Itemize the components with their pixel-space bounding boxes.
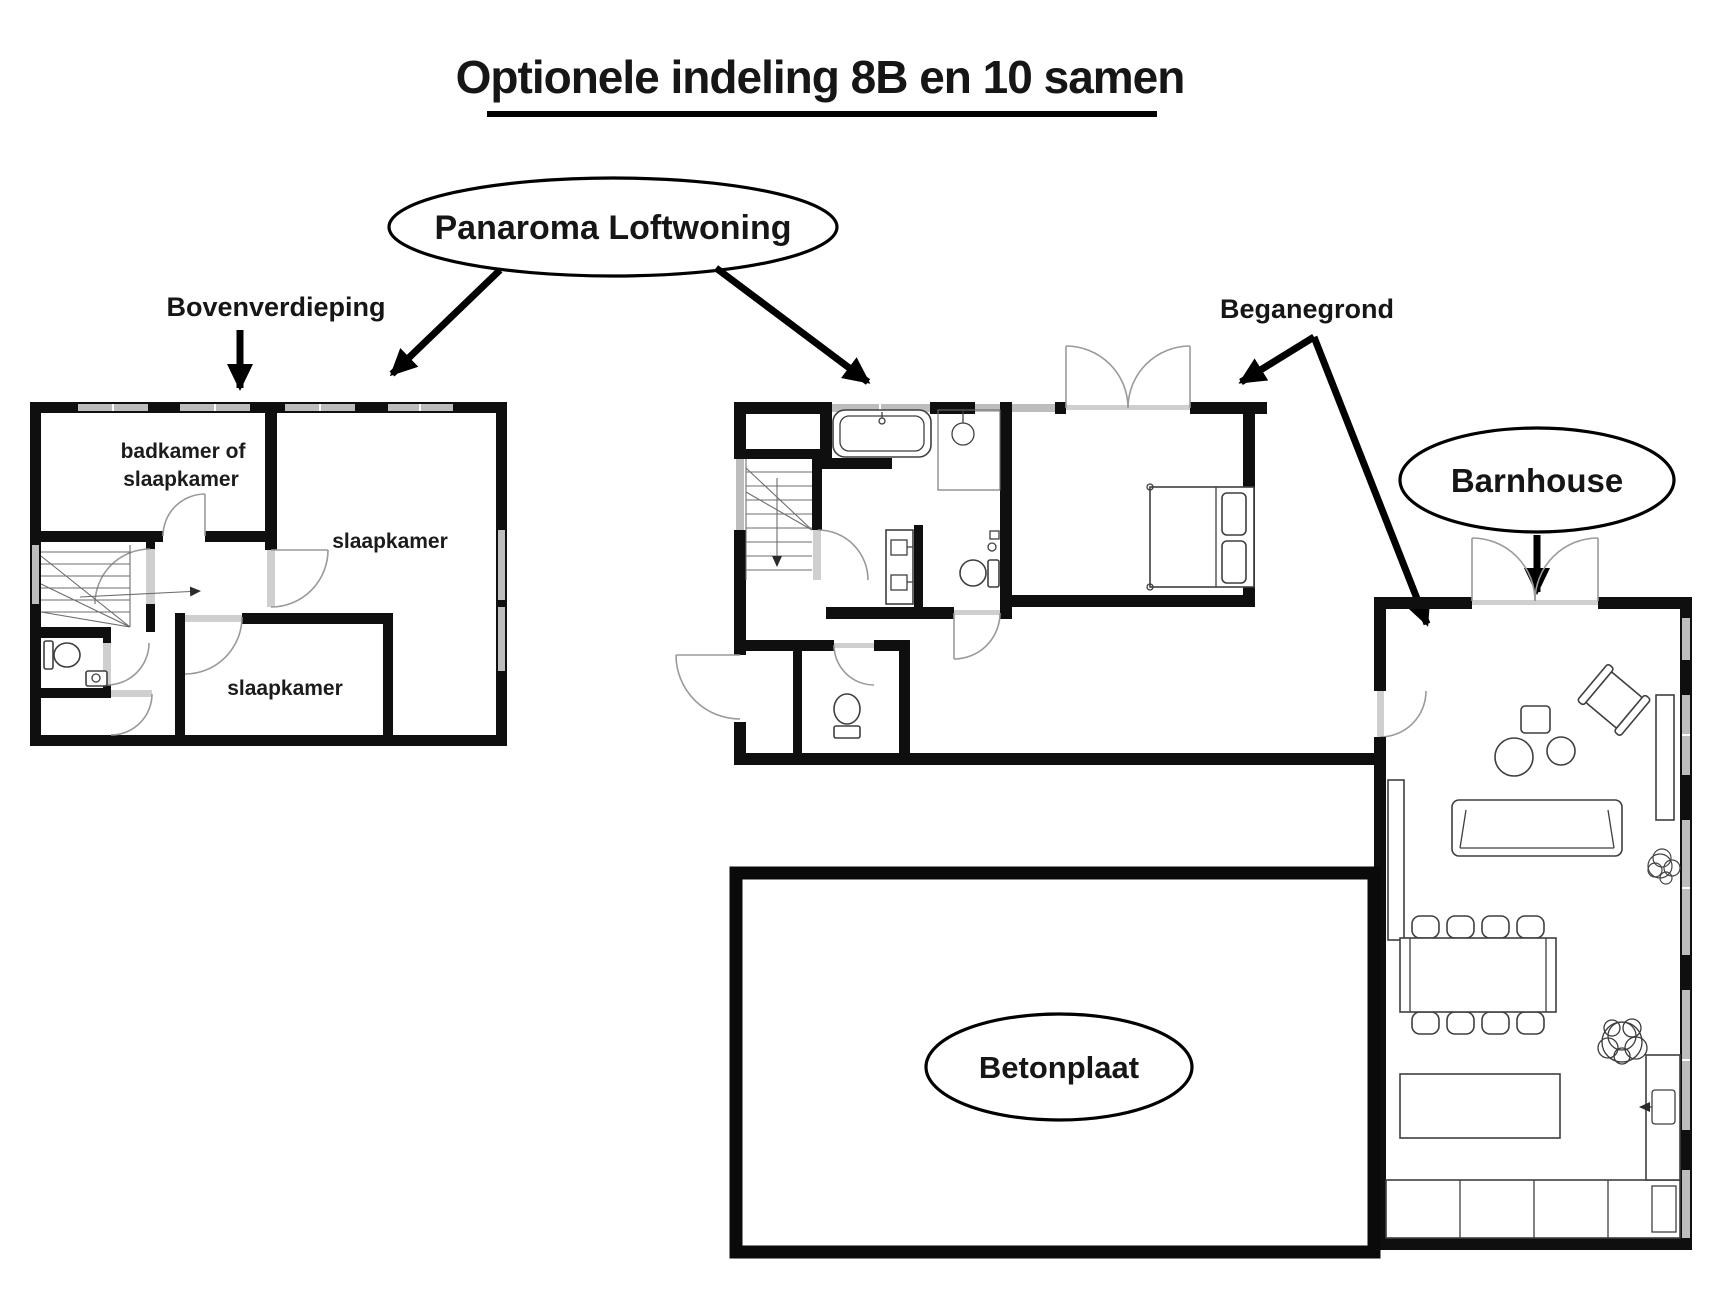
kitchen-counter-icon: [1385, 1054, 1681, 1239]
arrow-to-ground-floor: [713, 265, 871, 385]
window-ground-left: [736, 455, 744, 530]
room-label-slaapkamer-groot: slaapkamer: [332, 530, 448, 553]
sideboard-icon: [1655, 694, 1675, 821]
page-title: Optionele indeling 8B en 10 samen: [456, 51, 1185, 103]
wall-wc-divider: [793, 651, 802, 753]
wall-wc-top: [734, 640, 834, 651]
bathtub-icon: [832, 409, 932, 458]
callout-betonplaat: [924, 1012, 1194, 1122]
door-arcs-upper: [94, 493, 329, 736]
french-doors-barnhouse: [1471, 537, 1599, 602]
kitchen-island-icon: [1399, 1073, 1561, 1139]
oven-icon: [1651, 1185, 1677, 1233]
wall-bedroom-bottom: [1012, 595, 1255, 607]
arrow-to-upper-floor: [389, 267, 503, 377]
french-doors-bedroom: [1065, 345, 1191, 409]
betonplaat-label: Betonplaat: [979, 1050, 1139, 1085]
floor-plan-upper: badkamer of slaapkamer slaapkamer slaapk…: [30, 402, 507, 746]
room-label-badkamer-2: slaapkamer: [123, 468, 239, 491]
wall-badkamer-bottom: [30, 531, 163, 542]
plant-large-icon: [1597, 1018, 1648, 1065]
wall-small-bedroom-left: [175, 613, 185, 745]
panaroma-loftwoning-label: Panaroma Loftwoning: [435, 209, 792, 247]
barnhouse-label: Barnhouse: [1451, 462, 1623, 499]
side-table-icon: [1520, 705, 1551, 734]
toilet-icon: [43, 640, 81, 670]
floor-plan-ground: [675, 345, 1386, 765]
barnhouse-plan: [1374, 537, 1692, 1250]
window-right-2: [498, 607, 505, 671]
room-label-badkamer-1: badkamer of: [121, 440, 247, 463]
wall-badkamer-right: [265, 402, 277, 550]
dining-table-icon: [1399, 915, 1557, 1035]
room-label-slaapkamer-klein: slaapkamer: [227, 677, 343, 700]
wall-bathroom-bedroom: [1000, 402, 1012, 619]
wall-small-bedroom-right: [383, 613, 393, 745]
betonplaat-outline: [729, 866, 1381, 1259]
vanity-sinks-icon: [885, 529, 914, 605]
callout-beganegrond: Beganegrond: [1220, 294, 1431, 627]
bovenverdieping-label: Bovenverdieping: [166, 292, 385, 322]
staircase-icon: [40, 545, 201, 628]
wall-bathroom-bottom: [30, 688, 111, 698]
callout-bovenverdieping: Bovenverdieping: [166, 292, 386, 391]
arrow-beganegrond-down: [1310, 335, 1431, 627]
window-left: [32, 545, 39, 604]
bed-icon: [1146, 483, 1255, 591]
armchair-icon: [1577, 664, 1651, 736]
kitchen-sink-icon: [1639, 1089, 1676, 1125]
toilet-bathroom-icon: [959, 530, 1000, 588]
round-table-small-icon: [1546, 736, 1576, 766]
betonplaat-area: Betonplaat: [729, 866, 1381, 1259]
wall-corridor-bottom: [734, 753, 1386, 765]
beganegrond-label: Beganegrond: [1220, 294, 1394, 324]
wall-small-bedroom-top: [242, 613, 393, 624]
window-strip-barnhouse: [1682, 618, 1690, 1238]
round-table-large-icon: [1494, 737, 1534, 777]
shower-icon: [937, 409, 1001, 491]
wall-wc-right: [899, 640, 910, 753]
entry-door-arc: [675, 654, 741, 720]
wall-bathroom-top: [30, 627, 111, 638]
sofa-icon: [1451, 799, 1623, 857]
arrow-beganegrond-left: [1238, 334, 1316, 385]
window-strip-top: [78, 404, 453, 411]
callout-panaroma-loftwoning: Panaroma Loftwoning: [387, 176, 871, 385]
callout-barnhouse: Barnhouse: [1398, 426, 1676, 595]
window-right-1: [498, 530, 505, 600]
title-underline: [487, 111, 1157, 117]
cabinet-left-wall: [1387, 779, 1405, 941]
toilet-wc-icon: [833, 693, 861, 739]
staircase-ground-icon: [745, 459, 813, 580]
sink-icon: [85, 670, 108, 687]
wall-vanity: [914, 525, 923, 607]
plant-small-icon: [1647, 848, 1681, 885]
